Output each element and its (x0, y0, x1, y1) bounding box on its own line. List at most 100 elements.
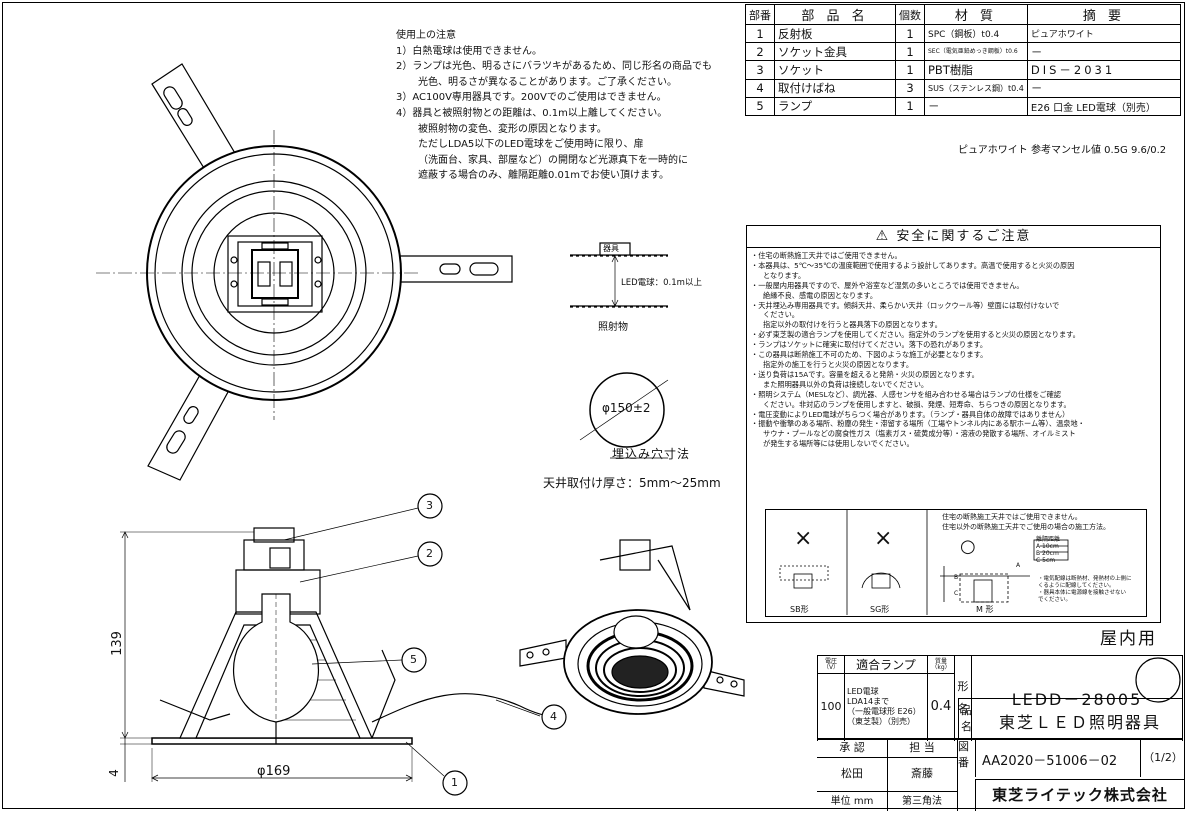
voltage-label: 電圧（V） (817, 655, 845, 674)
drawing-label: 図番 (958, 740, 969, 769)
table-row: 5 ランプ 1 － E26 口金 LED電球（別売） (745, 96, 1182, 116)
drawing-no-cell: AA2020－51006－02 （1/2） (975, 739, 1184, 777)
safety-line: ・天井埋込み専用器具です。傾斜天井、柔らかい天井（ロックウール等）壁面には取付け… (751, 300, 1060, 310)
warning-icon: ⚠ (875, 228, 891, 244)
approver-name: 松田 (817, 757, 888, 791)
safety-line: ・一般屋内用器具ですので、屋外や浴室など湿気の多いところでは使用できません。 (751, 280, 1024, 290)
title-block-bottom: 承 認 担 当 松田 斎藤 図番 AA2020－51006－02 （1/2） 単… (817, 738, 1184, 811)
clearance-table: 離隔距離 A 10cm B 20cm C 5cm (1036, 536, 1060, 564)
note-line: 被照射物の変色、変形の原因となります。 (418, 123, 607, 135)
safety-header: ⚠ 安全に関するご注意 (747, 226, 1160, 248)
callout-1: 1 (451, 776, 458, 789)
name-label: 品名 (961, 704, 972, 733)
dim-letter-c: C (954, 590, 959, 597)
note-line: ただしLDA5以下のLED電球をご使用時に限り、扉 (418, 139, 644, 151)
cell: DIS－2031 (1026, 60, 1182, 80)
cell: － (1026, 42, 1182, 62)
note-line: 光色、明るさが異なることがあります。ご了承ください。 (418, 76, 677, 88)
cell: 1 (895, 96, 925, 116)
note-line: 4）器具と被照射物との距離は、0.1m以上離してください。 (396, 107, 668, 119)
m-notes: ・電気配線は断熱材、発熱材の上側に くるように配線してください。 ・器具本体に電… (1038, 576, 1132, 603)
safety-illustration-shapes (779, 509, 1069, 615)
mass-label: 質量（kg） (927, 655, 955, 674)
drawing-number: AA2020－51006－02 (982, 754, 1118, 769)
installation-illustration: 住宅の断熱施工天井ではご使用できません。 住宅以外の断熱施工天井でご使用の場合の… (765, 509, 1147, 617)
top-view (96, 63, 513, 481)
safety-line: ・この器具は断熱施工不可のため、下図のような施工が必要となります。 (751, 350, 988, 360)
clearance-row: C 5cm (1036, 557, 1056, 564)
safety-line: ・ランプはソケットに確実に取付けてください。落下の恐れがあります。 (751, 340, 988, 350)
sg-not-allowed-mark: × (874, 526, 893, 551)
compatible-lamp: LED電球 LDA14まで （一般電球形 E26） （東芝製）（別売） (844, 673, 928, 740)
cell: ピュアホワイト (1026, 23, 1182, 44)
safety-line: となります。 (763, 270, 806, 280)
dim-letter-a: A (1016, 562, 1021, 569)
product-name-cell: 品名 東芝ＬＥＤ照明器具 (958, 698, 1183, 738)
note-line: 1）白熱電球は使用できません。 (396, 45, 543, 57)
callout-2: 2 (426, 547, 433, 560)
safety-line: ・電圧変動によりLED電球がちらつく場合があります。（ランプ・器具自体の故障では… (751, 409, 1070, 419)
cell: SEC（電気亜鉛めっき鋼板）t0.6 (924, 42, 1028, 62)
munsell-note: ピュアホワイト 参考マンセル値 0.5G 9.6/0.2 (958, 145, 1167, 156)
safety-line: 指定以外の取付けを行うと器具落下の原因となります。 (763, 320, 942, 330)
safety-line: ・住宅の断熱施工天井ではご使用できません。 (751, 251, 902, 260)
product-name: 東芝ＬＥＤ照明器具 (999, 713, 1162, 732)
cell: SPC（鋼板）t0.4 (924, 23, 1028, 44)
model-number: LEDD－28005 (971, 655, 1183, 740)
charge-name: 斎藤 (887, 757, 958, 791)
sheet-number: （1/2） (1140, 739, 1185, 777)
base-dimension: 4 (106, 769, 121, 777)
cell: 5 (745, 96, 775, 116)
illus-note-2: 住宅以外の断熱施工天井でご使用の場合の施工方法。 (942, 523, 1110, 531)
indoor-use-label: 屋内用 (1100, 629, 1157, 649)
safety-line: が発生する場所等には使用しないでください。 (763, 439, 914, 449)
safety-line: ・振動や衝撃のある場所、粉塵の発生・滞留する場所（工場やトンネル内にある駅ホーム… (751, 419, 1085, 429)
safety-title: 安全に関するご注意 (896, 229, 1032, 244)
parts-header-row: 部番 部 品 名 個数 材 質 摘 要 (745, 4, 1182, 25)
cell: 1 (745, 23, 775, 44)
clearance-row: A 10cm (1036, 543, 1059, 550)
safety-line: ください。 (763, 310, 799, 320)
safety-line: ・必ず東芝製の適合ランプを使用してください。指定外のランプを使用すると火災の原因… (751, 330, 1080, 340)
safety-line: また照明器具以外の負荷は接続しないでください。 (763, 379, 929, 389)
col-header-material: 材 質 (924, 4, 1028, 25)
lamp-label: 適合ランプ (844, 655, 928, 674)
cell: 1 (895, 60, 925, 80)
clearance-distance-label: LED電球：0.1m以上 (621, 278, 702, 288)
charge-label: 担 当 (887, 739, 958, 758)
safety-text: ・住宅の断熱施工天井ではご使用できません。・本器具は、5℃～35℃の温度範囲で使… (747, 248, 1160, 452)
cell: 2 (745, 42, 775, 62)
cell: 3 (895, 78, 925, 98)
parts-table: 部番 部 品 名 個数 材 質 摘 要 1 反射板 1 SPC（鋼板）t0.4 … (745, 4, 1182, 116)
callout-4: 4 (550, 710, 557, 723)
col-header-part-name: 部 品 名 (774, 4, 896, 25)
safety-line: サウナ・プールなどの腐食性ガス（塩素ガス・硫黄成分等）・溶液の発散する場所、オイ… (763, 429, 1076, 439)
sb-not-allowed-mark: × (794, 526, 813, 551)
company-name: 東芝ライテック株式会社 (975, 779, 1184, 811)
fixture-label: 器具 (603, 244, 619, 253)
object-label: 照射物 (598, 322, 628, 333)
cell: 取付けばね (774, 78, 896, 98)
col-header-qty: 個数 (895, 4, 925, 25)
diameter-dimension: φ169 (257, 764, 291, 779)
table-row: 3 ソケット 1 PBT樹脂 DIS－2031 (745, 60, 1182, 80)
callout-5: 5 (410, 653, 417, 666)
usage-notes: 使用上の注意 1）白熱電球は使用できません。 2）ランプは光色、明るさにバラツキ… (396, 28, 736, 184)
clearance-row: B 20cm (1036, 550, 1059, 557)
mass-value: 0.4 (927, 673, 955, 740)
cell: － (924, 96, 1028, 116)
safety-line: ください。非対応のランプを使用しますと、破損、発煙、短寿命、ちらつきの原因となり… (763, 399, 1071, 409)
notes-title: 使用上の注意 (396, 30, 456, 41)
illus-note-1: 住宅の断熱施工天井ではご使用できません。 (942, 513, 1082, 521)
cell: SUS（ステンレス鋼）t0.4 (924, 78, 1028, 98)
cell: 反射板 (774, 23, 896, 44)
table-row: 4 取付けばね 3 SUS（ステンレス鋼）t0.4 － (745, 78, 1182, 98)
safety-line: ・照明システム（MESLなど）、調光器、人感センサを組み合わせる場合はランプの仕… (751, 389, 1061, 399)
table-row: 1 反射板 1 SPC（鋼板）t0.4 ピュアホワイト (745, 23, 1182, 44)
cell: 4 (745, 78, 775, 98)
cell: 1 (895, 42, 925, 62)
table-row: 2 ソケット金具 1 SEC（電気亜鉛めっき鋼板）t0.6 － (745, 42, 1182, 62)
cutout-diameter: φ150±2 (602, 401, 651, 415)
cell: 3 (745, 60, 775, 80)
